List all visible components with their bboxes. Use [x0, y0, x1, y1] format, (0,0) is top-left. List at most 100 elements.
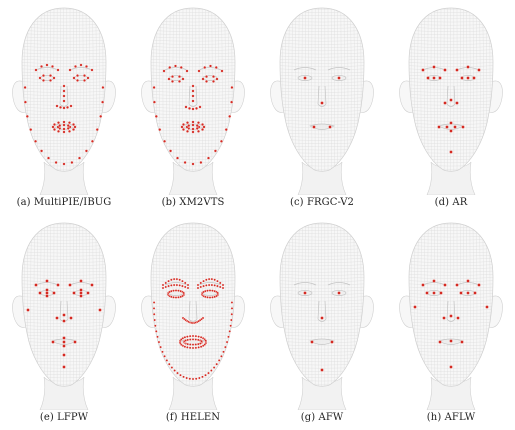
- landmark-point: [180, 66, 183, 69]
- landmark-point: [47, 157, 50, 160]
- landmark-point: [200, 286, 202, 288]
- landmark-point: [154, 325, 156, 327]
- landmark-point: [421, 283, 424, 286]
- landmark-point: [200, 282, 202, 284]
- landmark-point: [201, 376, 203, 378]
- landmark-point: [197, 130, 200, 133]
- landmark-point: [49, 74, 52, 77]
- landmark-point: [231, 86, 234, 89]
- landmark-point: [320, 101, 323, 104]
- landmark-point: [91, 140, 94, 143]
- landmark-point: [215, 66, 218, 69]
- landmark-point: [62, 319, 65, 322]
- landmark-point: [453, 125, 456, 128]
- landmark-point: [52, 126, 55, 129]
- landmark-point: [76, 74, 79, 77]
- landmark-point: [211, 290, 213, 292]
- landmark-point: [192, 90, 195, 93]
- landmark-point: [209, 289, 211, 291]
- landmark-point: [68, 121, 71, 124]
- landmark-point: [199, 106, 202, 109]
- landmark-point: [98, 308, 101, 311]
- landmark-point: [168, 78, 171, 81]
- panel-c: (c) FRGC-V2: [258, 0, 386, 215]
- landmark-point: [192, 108, 195, 111]
- landmark-point: [449, 129, 452, 132]
- landmark-point: [222, 287, 224, 289]
- landmark-point: [158, 341, 160, 343]
- face-model-d: [387, 0, 515, 195]
- panel-g: (g) AFW: [258, 215, 386, 430]
- landmark-point: [222, 351, 224, 353]
- landmark-point: [78, 157, 81, 160]
- landmark-point: [102, 86, 105, 89]
- landmark-point: [214, 284, 216, 286]
- face-model-h: [387, 215, 515, 410]
- landmark-point: [155, 115, 158, 118]
- landmark-point: [197, 343, 199, 345]
- landmark-point: [182, 123, 185, 126]
- landmark-point: [187, 124, 190, 127]
- landmark-point: [192, 100, 195, 103]
- landmark-point: [205, 80, 208, 83]
- landmark-point: [176, 157, 179, 160]
- landmark-point: [153, 301, 155, 303]
- landmark-point: [73, 77, 76, 80]
- landmark-point: [26, 308, 29, 311]
- landmark-point: [34, 140, 37, 143]
- landmark-point: [472, 76, 475, 79]
- landmark-point: [188, 107, 191, 110]
- landmark-point: [163, 70, 166, 73]
- landmark-point: [204, 374, 206, 376]
- landmark-point: [192, 163, 195, 166]
- landmark-point: [189, 347, 191, 349]
- landmark-point: [186, 377, 188, 379]
- landmark-point: [153, 86, 156, 89]
- panel-caption-c: (c) FRGC-V2: [258, 197, 386, 208]
- landmark-point: [200, 346, 202, 348]
- landmark-point: [69, 69, 72, 72]
- landmark-point: [443, 68, 446, 71]
- landmark-point: [70, 105, 73, 108]
- landmark-point: [87, 77, 90, 80]
- landmark-point: [168, 66, 171, 69]
- landmark-point: [204, 290, 206, 292]
- landmark-point: [449, 150, 452, 153]
- landmark-point: [166, 359, 168, 361]
- landmark-point: [42, 74, 45, 77]
- landmark-point: [202, 285, 204, 287]
- landmark-point: [438, 76, 441, 79]
- landmark-point: [187, 287, 189, 289]
- landmark-point: [184, 336, 186, 338]
- landmark-point: [455, 283, 458, 286]
- panel-a: (a) MultiPIE/IBUG: [0, 0, 128, 215]
- landmark-point: [46, 64, 49, 67]
- landmark-point: [205, 279, 207, 281]
- landmark-point: [80, 64, 83, 67]
- landmark-point: [214, 150, 217, 153]
- landmark-point: [202, 317, 204, 319]
- landmark-point: [195, 347, 197, 349]
- landmark-point: [192, 378, 194, 380]
- landmark-point: [26, 115, 29, 118]
- landmark-point: [219, 286, 221, 288]
- landmark-point: [179, 284, 181, 286]
- landmark-point: [227, 336, 229, 338]
- landmark-point: [197, 346, 199, 348]
- landmark-point: [192, 347, 194, 349]
- landmark-point: [63, 131, 66, 134]
- landmark-point: [477, 283, 480, 286]
- landmark-point: [220, 140, 223, 143]
- landmark-point: [202, 280, 204, 282]
- landmark-point: [442, 316, 445, 319]
- face-model-g: [258, 215, 386, 410]
- landmark-point: [214, 296, 216, 298]
- landmark-point: [449, 314, 452, 317]
- landmark-point: [179, 279, 181, 281]
- landmark-point: [39, 77, 42, 80]
- landmark-point: [73, 340, 76, 343]
- landmark-point: [205, 284, 207, 286]
- landmark-point: [45, 291, 48, 294]
- landmark-point: [71, 161, 74, 164]
- landmark-point: [63, 128, 66, 131]
